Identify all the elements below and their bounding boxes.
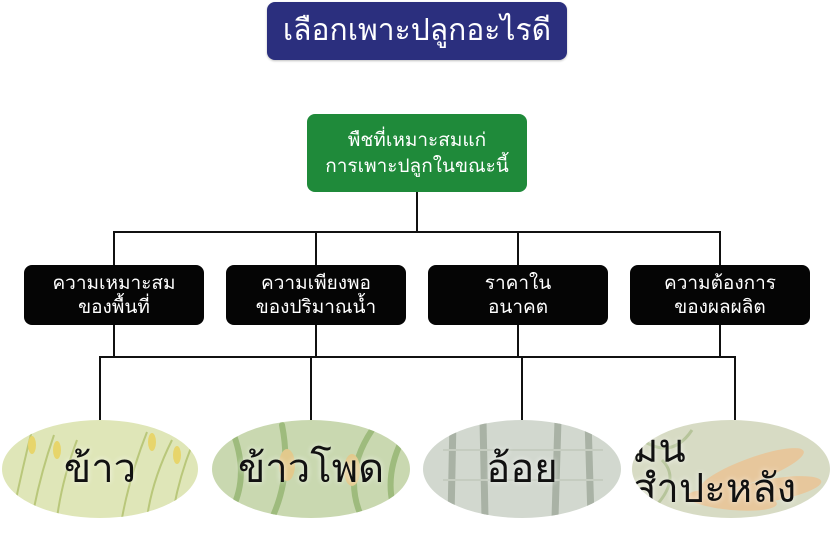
- criteria-line2: ของผลผลิต: [674, 296, 766, 318]
- root-node-line1: พืชที่เหมาะสมแก่: [347, 129, 487, 151]
- crop-oval-rice: ข้าว: [2, 420, 198, 518]
- crop-label: มันสำปะหลัง: [632, 426, 797, 512]
- connector-crops-bar: [99, 356, 736, 358]
- connector-criteria-down-2: [315, 325, 317, 357]
- connector-criteria-3: [517, 231, 519, 265]
- criteria-node-water: ความเพียงพอ ของปริมาณน้ำ: [226, 265, 406, 325]
- root-node: พืชที่เหมาะสมแก่ การเพาะปลูกในขณะนี้: [307, 114, 527, 192]
- connector-crop-2: [310, 356, 312, 420]
- crop-oval-corn: ข้าวโพด: [212, 420, 410, 518]
- criteria-line1: ความเหมาะสม: [52, 272, 176, 294]
- connector-criteria-down-4: [719, 325, 721, 357]
- rice-field-icon: [2, 420, 198, 518]
- criteria-node-area: ความเหมาะสม ของพื้นที่: [24, 265, 204, 325]
- crop-oval-sugarcane: อ้อย: [423, 420, 621, 518]
- criteria-line1: ราคาใน: [484, 272, 552, 294]
- connector-criteria-1: [113, 231, 115, 265]
- connector-criteria-4: [719, 231, 721, 265]
- sugarcane-icon: [423, 420, 621, 518]
- criteria-node-demand: ความต้องการ ของผลผลิต: [630, 265, 810, 325]
- criteria-line2: ของปริมาณน้ำ: [255, 296, 377, 318]
- connector-criteria-bar: [113, 231, 721, 233]
- criteria-line1: ความต้องการ: [664, 272, 776, 294]
- crop-label: ข้าว: [63, 446, 137, 492]
- criteria-line2: อนาคต: [487, 296, 549, 318]
- diagram-title: เลือกเพาะปลูกอะไรดี: [267, 2, 567, 60]
- connector-criteria-down-1: [113, 325, 115, 357]
- connector-criteria-2: [315, 231, 317, 265]
- connector-crop-1: [99, 356, 101, 420]
- connector-crop-4: [734, 356, 736, 420]
- connector-crop-3: [521, 356, 523, 420]
- connector-criteria-down-3: [517, 325, 519, 357]
- criteria-node-price: ราคาใน อนาคต: [428, 265, 608, 325]
- root-node-line2: การเพาะปลูกในขณะนี้: [325, 155, 509, 177]
- criteria-line2: ของพื้นที่: [78, 296, 150, 318]
- criteria-line1: ความเพียงพอ: [261, 272, 371, 294]
- crop-label: อ้อย: [486, 446, 558, 492]
- corn-field-icon: [212, 420, 410, 518]
- crop-oval-cassava: มันสำปะหลัง: [632, 420, 830, 518]
- cassava-icon: [632, 420, 830, 518]
- crop-label: ข้าวโพด: [237, 446, 385, 492]
- connector-root-down: [416, 192, 418, 232]
